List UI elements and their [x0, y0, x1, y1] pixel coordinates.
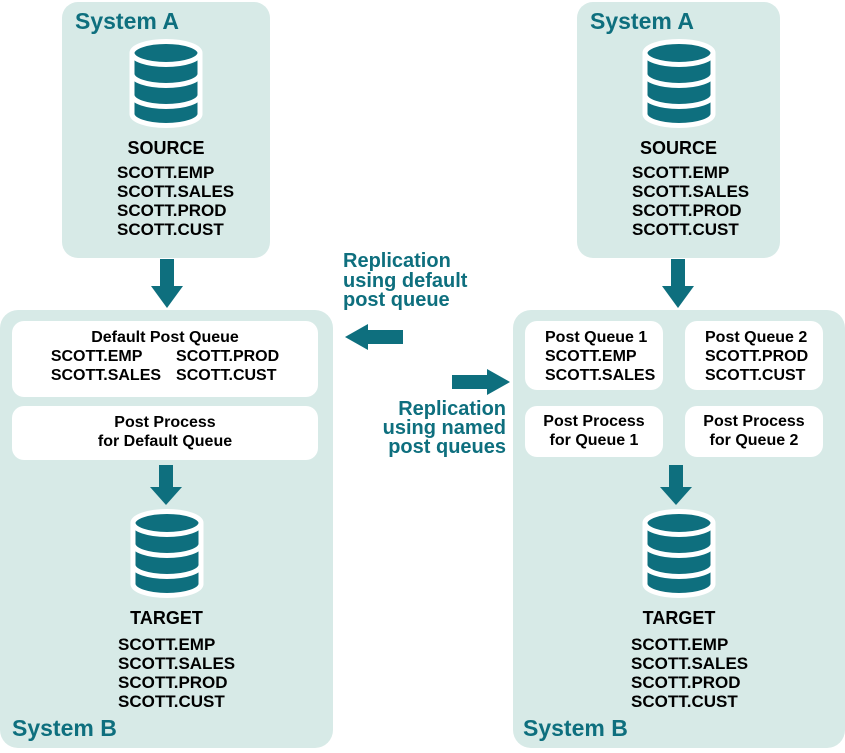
queue-column-1: SCOTT.EMP SCOTT.SALES — [51, 347, 161, 385]
label-line: post queue — [343, 289, 450, 311]
target-label: TARGET — [130, 608, 203, 628]
table-name: SCOTT.PROD — [176, 348, 280, 365]
post-process-box: Post Process for Default Queue — [12, 406, 318, 460]
table-name: SCOTT.SALES — [117, 182, 235, 201]
arrow-down-icon — [151, 259, 183, 308]
default-post-queue-box: Default Post Queue SCOTT.EMP SCOTT.SALES… — [12, 321, 318, 397]
label-line: using default — [343, 269, 468, 292]
label-line: post queues — [388, 436, 506, 458]
table-name: SCOTT.SALES — [545, 367, 656, 384]
table-name: SCOTT.CUST — [705, 367, 806, 384]
table-name: SCOTT.CUST — [118, 692, 225, 711]
process-line: for Queue 2 — [709, 432, 799, 449]
table-name: SCOTT.CUST — [631, 692, 738, 711]
process-line: Post Process — [114, 414, 216, 431]
database-icon — [129, 39, 203, 128]
table-name: SCOTT.SALES — [632, 182, 750, 201]
label-line: using named — [382, 417, 506, 439]
arrow-right-icon — [452, 369, 510, 395]
arrow-down-icon — [660, 465, 692, 505]
process-line: for Default Queue — [97, 433, 233, 450]
table-name: SCOTT.PROD — [117, 201, 227, 220]
panel-system-b-left: Default Post Queue SCOTT.EMP SCOTT.SALES… — [0, 310, 333, 748]
table-name: SCOTT.EMP — [117, 163, 215, 182]
post-process-2-box: Post Process for Queue 2 — [685, 406, 823, 457]
panel-system-a-right: System A SOURCE SCOTT.EMP SCOTT.SALES SC… — [577, 2, 780, 258]
target-table-list: SCOTT.EMP SCOTT.SALES SCOTT.PROD SCOTT.C… — [118, 635, 235, 711]
table-name: SCOTT.PROD — [705, 348, 809, 365]
table-name: SCOTT.CUST — [176, 367, 277, 384]
database-icon — [130, 509, 203, 598]
source-table-list: SCOTT.EMP SCOTT.SALES SCOTT.PROD SCOTT.C… — [117, 163, 234, 239]
table-name: SCOTT.EMP — [118, 635, 216, 654]
post-queue-1-box: Post Queue 1 SCOTT.EMP SCOTT.SALES — [525, 321, 663, 390]
arrow-left-icon — [345, 324, 403, 350]
post-process-1-box: Post Process for Queue 1 — [525, 406, 663, 457]
panel-system-a-left: System A SOURCE SCOTT.EMP SCOTT.SALES SC… — [62, 2, 270, 258]
table-name: SCOTT.EMP — [50, 348, 143, 365]
queue-box-title: Default Post Queue — [91, 329, 239, 346]
system-a-title: System A — [75, 8, 179, 34]
table-name: SCOTT.CUST — [632, 220, 739, 239]
table-name: SCOTT.SALES — [631, 654, 749, 673]
system-b-title: System B — [12, 715, 117, 741]
system-b-title: System B — [523, 715, 628, 741]
target-label: TARGET — [642, 608, 716, 628]
table-name: SCOTT.PROD — [632, 201, 742, 220]
process-line: Post Process — [703, 413, 805, 430]
table-name: SCOTT.SALES — [50, 367, 162, 384]
queue-box-title: Post Queue 2 — [705, 329, 808, 346]
table-name: SCOTT.SALES — [118, 654, 236, 673]
table-name: SCOTT.PROD — [118, 673, 228, 692]
table-name: SCOTT.EMP — [632, 163, 730, 182]
label-line: Replication — [398, 398, 506, 420]
source-label: SOURCE — [639, 138, 717, 158]
replication-named-label: Replication using named post queues — [382, 398, 506, 458]
target-table-list: SCOTT.EMP SCOTT.SALES SCOTT.PROD SCOTT.C… — [631, 635, 748, 711]
arrow-down-icon — [662, 259, 694, 308]
source-label: SOURCE — [127, 138, 205, 158]
database-icon — [642, 509, 716, 598]
table-name: SCOTT.EMP — [631, 635, 729, 654]
process-line: for Queue 1 — [549, 432, 639, 449]
replication-default-label: Replication using default post queue — [343, 250, 468, 311]
queue-box-title: Post Queue 1 — [545, 329, 648, 346]
panel-system-b-right: Post Queue 1 SCOTT.EMP SCOTT.SALES Post … — [513, 310, 845, 748]
table-name: SCOTT.CUST — [117, 220, 224, 239]
post-queue-2-box: Post Queue 2 SCOTT.PROD SCOTT.CUST — [685, 321, 823, 390]
label-line: Replication — [343, 250, 451, 272]
database-icon — [642, 39, 715, 128]
process-line: Post Process — [543, 413, 645, 430]
source-table-list: SCOTT.EMP SCOTT.SALES SCOTT.PROD SCOTT.C… — [632, 163, 749, 239]
arrow-down-icon — [150, 465, 182, 505]
table-name: SCOTT.PROD — [631, 673, 741, 692]
table-name: SCOTT.EMP — [545, 348, 637, 365]
system-a-title: System A — [590, 8, 694, 34]
queue-column-2: SCOTT.PROD SCOTT.CUST — [176, 347, 279, 385]
